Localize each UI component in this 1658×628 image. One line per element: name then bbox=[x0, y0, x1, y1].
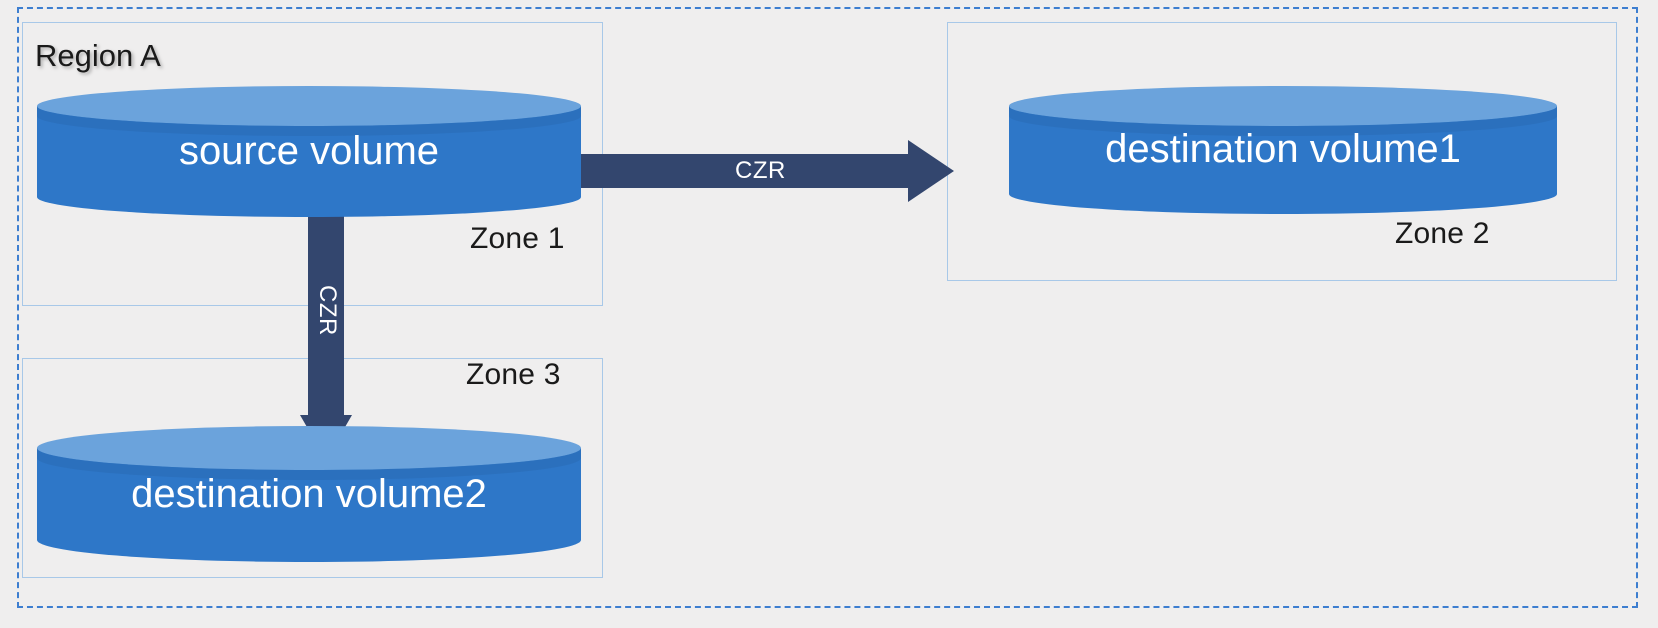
zone-label-zone3: Zone 3 bbox=[466, 358, 561, 391]
czr-label-horizontal: CZR bbox=[735, 157, 786, 184]
volume-cylinder-source: source volume bbox=[37, 86, 581, 217]
czr-label-vertical: CZR bbox=[314, 285, 341, 336]
zone-label-zone2: Zone 2 bbox=[1395, 217, 1490, 250]
zone-box-zone2 bbox=[947, 22, 1617, 281]
zone-label-zone1: Zone 1 bbox=[470, 222, 565, 255]
volume-cylinder-destination2: destination volume2 bbox=[37, 426, 581, 562]
region-label: Region A bbox=[35, 38, 161, 73]
czr-arrow-vertical bbox=[300, 210, 352, 460]
region-boundary bbox=[17, 7, 1638, 608]
volume-cylinder-destination1: destination volume1 bbox=[1009, 86, 1557, 214]
czr-arrow-horizontal bbox=[568, 140, 954, 202]
